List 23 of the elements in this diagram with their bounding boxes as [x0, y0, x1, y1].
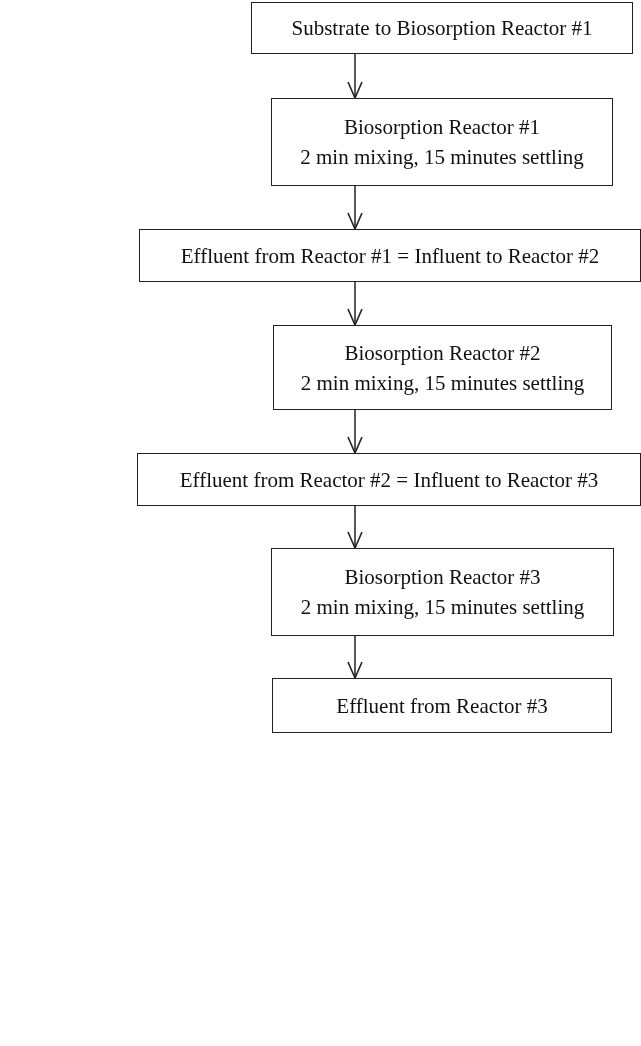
box-title: Effluent from Reactor #2 = Influent to Reactor #3 [179, 466, 599, 494]
arrow [347, 635, 363, 679]
process-box [271, 548, 614, 636]
box-detail: 2 min mixing, 15 minutes settling [300, 144, 584, 171]
process-box [251, 2, 633, 54]
box-title: Biosorption Reactor #2 [344, 339, 541, 367]
arrow [347, 409, 363, 454]
box-title: Substrate to Biosorption Reactor #1 [291, 15, 593, 42]
box-title: Biosorption Reactor #3 [344, 564, 541, 591]
process-box [273, 325, 612, 410]
arrow [347, 53, 363, 99]
box-title: Effluent from Reactor #3 [336, 692, 548, 720]
arrow [347, 281, 363, 326]
box-detail: 2 min mixing, 15 minutes settling [300, 594, 585, 621]
arrow [347, 185, 363, 230]
box-title: Biosorption Reactor #1 [344, 114, 540, 141]
box-title: Effluent from Reactor #1 = Influent to Reactor #2 [180, 242, 600, 270]
process-box [139, 229, 641, 282]
process-box [271, 98, 613, 186]
box-detail: 2 min mixing, 15 minutes settling [300, 369, 585, 397]
process-box [272, 678, 612, 733]
process-box [137, 453, 641, 506]
arrow [347, 505, 363, 549]
